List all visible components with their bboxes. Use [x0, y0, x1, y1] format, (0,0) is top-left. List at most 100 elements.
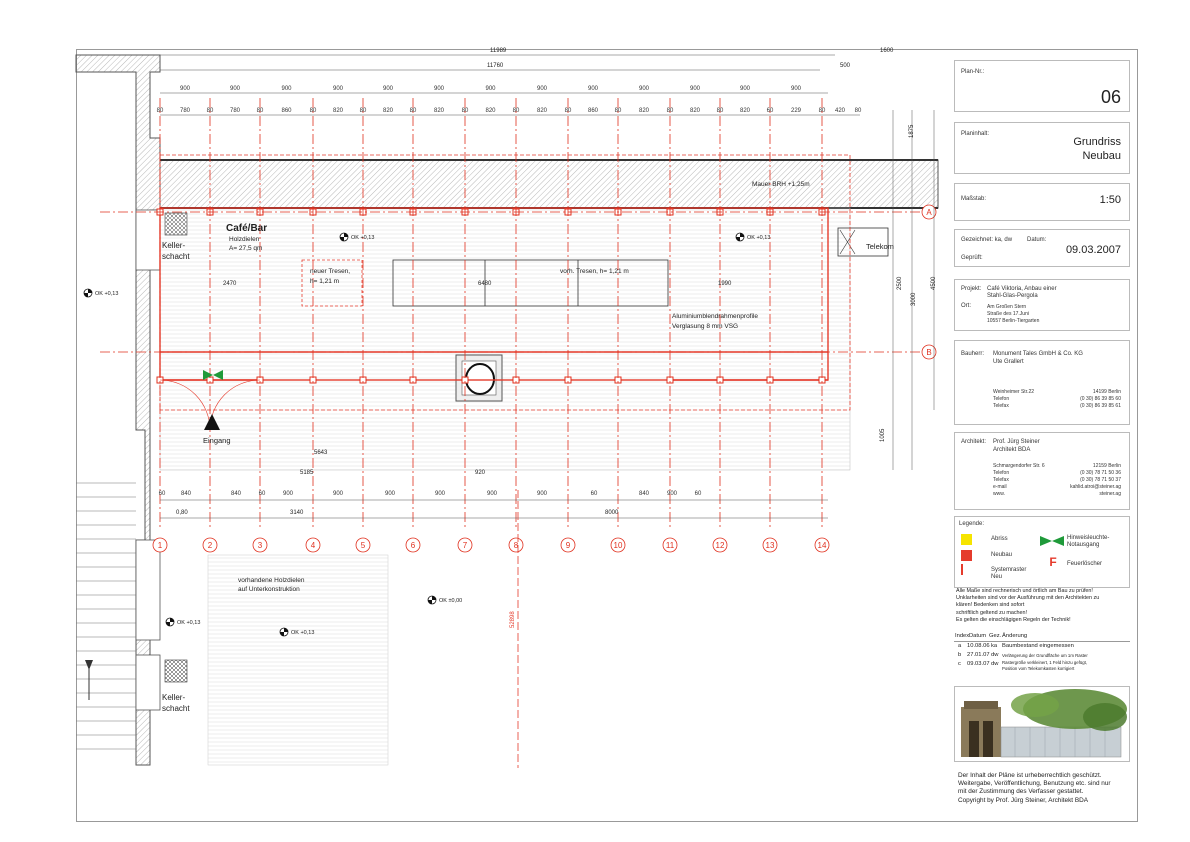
dim-row-2: 820 — [383, 108, 394, 114]
existing-floor — [207, 554, 389, 766]
legend-exit-2: Notausgang — [1067, 542, 1100, 548]
rev-a-idx: a — [958, 643, 962, 649]
content-panel: Planinhalt: Grundriss Neubau — [954, 122, 1130, 174]
rev-c-date: 09.03.07 — [967, 661, 990, 667]
grid-axis-bubble — [355, 537, 371, 553]
project-label: Projekt: — [961, 286, 982, 292]
scale-label: Maßstab: — [961, 196, 987, 202]
arch-www: steiner.ag — [1099, 491, 1121, 497]
old-counter: vorh. Tresen, h= 1,21 m — [560, 268, 629, 275]
new-counter-1: neuer Tresen, — [310, 268, 350, 275]
legend-exit-icon — [1040, 536, 1064, 546]
legend-raster-1: Systemraster — [991, 567, 1027, 573]
dim-row-2: 80 — [667, 108, 674, 114]
entrance-label: Eingang — [203, 436, 231, 445]
telekom-label: Telekom — [866, 242, 894, 251]
grid-axis-bubble — [610, 537, 626, 553]
client-addr: Weinheimer Str.22 — [993, 389, 1035, 395]
existing-floor-2: auf Unterkonstruktion — [238, 586, 300, 593]
dim-row-2: 80 — [157, 108, 164, 114]
plan-number-panel: Plan-Nr.: 06 — [954, 60, 1130, 112]
rev-c-idx: c — [958, 661, 961, 667]
pergola-rendering — [955, 687, 1129, 761]
render-panel — [954, 686, 1130, 762]
dim-right: 1600 — [880, 48, 894, 54]
grid-axis-bubble — [712, 537, 728, 553]
dim-row-2: 80 — [513, 108, 520, 114]
content-2: Neubau — [1082, 150, 1121, 162]
client-panel: Bauherr: Monument Tales GmbH & Co. KG Ut… — [954, 340, 1130, 425]
wall-note: Mauer BRH +1,25m — [752, 181, 810, 188]
glazing-2: Verglasung 8 mm VSG — [672, 323, 738, 330]
grid-axis-label: 7 — [463, 541, 468, 550]
client-fax-label: Telefax — [993, 403, 1009, 409]
place-1: Am Großen Stern — [987, 304, 1027, 310]
legend-exit-1: Hinweisleuchte- — [1067, 535, 1110, 541]
notes: Alle Maße sind rechnerisch und örtlich a… — [956, 588, 1132, 624]
dim-900: 900 — [485, 86, 496, 92]
dim-row-2: 80 — [615, 108, 622, 114]
dim-row-2: 820 — [333, 108, 344, 114]
dim-2470: 2470 — [223, 281, 237, 287]
dim-920: 920 — [475, 470, 486, 476]
dim-900: 900 — [383, 86, 394, 92]
legend-raster-swatch — [961, 564, 972, 575]
dim-bottom: 900 — [283, 491, 294, 497]
dim-3000: 3000 — [911, 292, 917, 306]
grid-axis-bubble — [762, 537, 778, 553]
counters — [301, 259, 669, 307]
grid-axis-bubble — [921, 204, 937, 220]
rev-a-by: ka — [991, 643, 998, 649]
project-1: Café Viktoria, Anbau einer — [987, 286, 1057, 292]
dim-080: 0,80 — [176, 510, 188, 516]
dim-52898: 52898 — [510, 611, 516, 628]
dim-bottom: 60 — [695, 491, 702, 497]
note-line: klären! Bedenken sind sofort — [956, 602, 1025, 609]
emergency-exit-sign-icon — [203, 370, 223, 380]
drawn-label: Gezeichnet: ka, dw — [961, 237, 1013, 243]
dim-bottom: 900 — [667, 491, 678, 497]
dim-1005: 1005 — [880, 428, 886, 442]
dim-row-2: 80 — [717, 108, 724, 114]
arch-fax-label: Telefax — [993, 477, 1009, 483]
dim-row-2: 80 — [462, 108, 469, 114]
dim-1990: 1990 — [718, 281, 732, 287]
dim-4500: 4500 — [931, 276, 937, 290]
dim-900: 900 — [791, 86, 802, 92]
scale-panel: Maßstab: 1:50 — [954, 183, 1130, 221]
dim-bottom: 900 — [487, 491, 498, 497]
grid-axis-label: 13 — [766, 541, 775, 550]
dim-row-2: 860 — [281, 108, 292, 114]
dim-900: 900 — [281, 86, 292, 92]
dim-900: 900 — [588, 86, 599, 92]
dim-row-2: 860 — [588, 108, 599, 114]
keller-label-top-1: Keller- — [162, 241, 185, 250]
note-line: Unklarheiten sind vor der Ausführung mit… — [956, 595, 1100, 602]
grid-axis-label: 10 — [614, 541, 623, 550]
legend-label: Legende: — [959, 521, 985, 527]
dim-900: 900 — [740, 86, 751, 92]
grid-axis-label: 6 — [411, 541, 416, 550]
grid-axis-bubble — [921, 344, 937, 360]
arch-tel: (0 30) 78 71 50 36 — [1080, 470, 1121, 476]
rev-head-by: Gez. — [989, 633, 1002, 639]
dim-bottom: 900 — [435, 491, 446, 497]
legend-neubau-swatch — [961, 550, 972, 561]
arch-mail-label: e-mail — [993, 484, 1007, 490]
rev-head-index: Index — [955, 633, 970, 639]
rev-c-text: Rastergröße verkleinert, 1 Feld hinzu ge… — [1002, 660, 1088, 665]
architect-1: Prof. Jürg Steiner — [993, 439, 1040, 445]
copyright: Der Inhalt der Pläne ist urheberrechtlic… — [958, 772, 1134, 805]
dim-inner: 11760 — [487, 63, 504, 69]
level-markers — [83, 232, 745, 637]
grid-axis-bubble — [152, 537, 168, 553]
entrance-arrow-icon — [204, 414, 220, 430]
grid-axis-label: 4 — [311, 541, 316, 550]
grid-axis-bubble — [305, 537, 321, 553]
keller-label-bottom-1: Keller- — [162, 693, 185, 702]
rev-c-text-2: Position vom Telekomkasten korrigiert — [1002, 666, 1075, 671]
dim-900: 900 — [230, 86, 241, 92]
dim-bottom: 840 — [639, 491, 650, 497]
legend-abriss-swatch — [961, 534, 972, 545]
dim-5185: 5185 — [300, 470, 314, 476]
